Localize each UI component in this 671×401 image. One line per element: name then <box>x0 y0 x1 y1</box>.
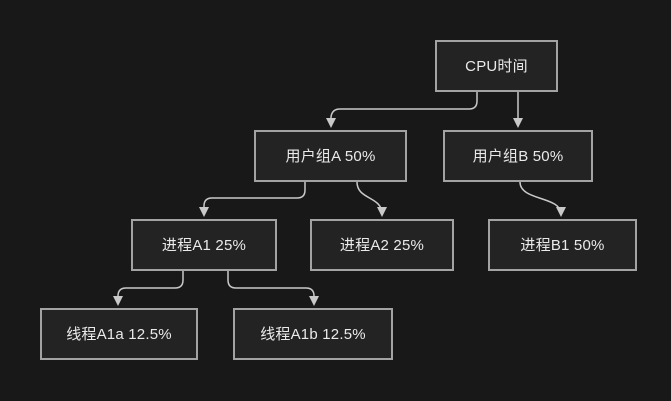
node-cpu: CPU时间 <box>435 40 558 92</box>
edge-group-a-to-proc-a1 <box>199 182 306 217</box>
node-proc-b1-label: 进程B1 50% <box>520 236 605 254</box>
node-group-b-label: 用户组B 50% <box>472 147 564 165</box>
node-thread-a1a: 线程A1a 12.5% <box>40 308 198 360</box>
node-group-a: 用户组A 50% <box>254 130 407 182</box>
node-proc-b1: 进程B1 50% <box>488 219 637 271</box>
edge-proc-a1-to-thread-a1a <box>113 271 184 306</box>
edge-proc-a1-to-thread-a1b <box>227 271 319 306</box>
node-thread-a1a-label: 线程A1a 12.5% <box>66 325 172 343</box>
node-thread-a1b-label: 线程A1b 12.5% <box>260 325 366 343</box>
node-proc-a1-label: 进程A1 25% <box>161 236 247 254</box>
edge-group-a-to-proc-a2 <box>356 181 387 217</box>
edge-cpu-to-group-a <box>326 92 478 128</box>
node-cpu-label: CPU时间 <box>465 57 528 75</box>
node-proc-a1: 进程A1 25% <box>131 219 277 271</box>
node-proc-a2: 进程A2 25% <box>310 219 454 271</box>
edge-group-b-to-proc-b1 <box>519 181 566 217</box>
node-thread-a1b: 线程A1b 12.5% <box>233 308 393 360</box>
node-group-a-label: 用户组A 50% <box>285 147 376 165</box>
node-proc-a2-label: 进程A2 25% <box>339 236 425 254</box>
node-group-b: 用户组B 50% <box>443 130 593 182</box>
